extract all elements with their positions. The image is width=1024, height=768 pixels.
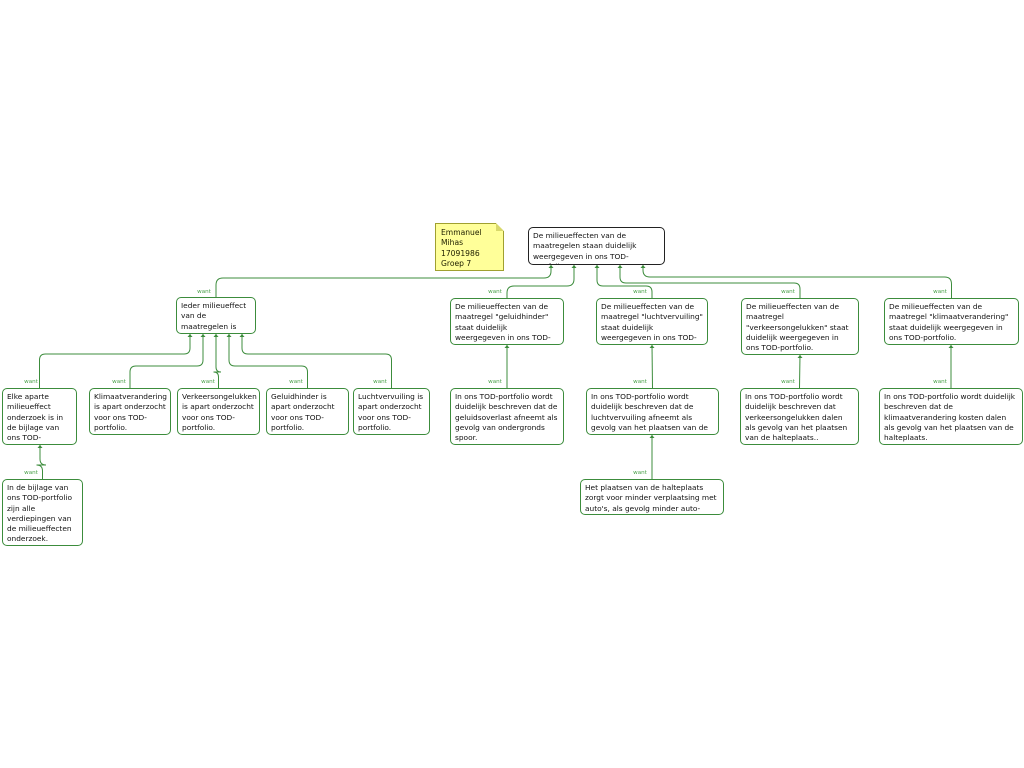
relation-label: want xyxy=(781,289,795,295)
reason-node[interactable]: Klimaatverandering is apart onderzocht v… xyxy=(89,388,171,435)
reason-node[interactable]: De milieueffecten van de maatregel "gelu… xyxy=(450,298,564,345)
reason-node[interactable]: Luchtvervuiling is apart onderzocht voor… xyxy=(353,388,430,435)
reason-text: Ieder milieueffect van de maatregelen is… xyxy=(181,301,247,333)
connector-line xyxy=(36,445,47,479)
reason-text: De milieueffecten van de maatregel "verk… xyxy=(746,302,849,353)
connector-arrow xyxy=(594,265,600,268)
reason-text: Het plaatsen van de halteplaats zorgt vo… xyxy=(585,483,717,514)
note-student-number: 17091986 xyxy=(441,248,480,258)
note-name-first: Emmanuel xyxy=(441,228,482,237)
relation-label: want xyxy=(633,470,647,476)
reason-text: In ons TOD-portfolio wordt duidelijk bes… xyxy=(884,392,1016,443)
reason-node[interactable]: In ons TOD-portfolio wordt duidelijk bes… xyxy=(586,388,719,435)
reason-node[interactable]: De milieueffecten van de maatregel "klim… xyxy=(884,298,1019,345)
reason-text: Verkeersongelukken is apart onderzocht v… xyxy=(182,392,257,432)
connector-line xyxy=(228,334,308,388)
relation-label: want xyxy=(933,289,947,295)
reason-node[interactable]: Ieder milieueffect van de maatregelen is… xyxy=(176,297,256,334)
connector-line xyxy=(241,334,392,388)
relation-label: want xyxy=(373,379,387,385)
connector-line xyxy=(39,334,191,388)
reason-text: De milieueffecten van de maatregel "luch… xyxy=(601,302,703,344)
reason-text: De milieueffecten van de maatregel "gelu… xyxy=(455,302,551,344)
connector-arrow xyxy=(617,265,623,268)
connector-line xyxy=(596,265,653,298)
connector-arrow xyxy=(948,345,954,348)
relation-label: want xyxy=(633,289,647,295)
reason-text: Luchtvervuiling is apart onderzocht voor… xyxy=(358,392,424,432)
connector-arrow xyxy=(640,265,646,268)
relation-label: want xyxy=(289,379,303,385)
note-fold-corner xyxy=(496,223,504,231)
reason-text: In ons TOD-portfolio wordt duidelijk bes… xyxy=(591,392,708,434)
reason-text: In ons TOD-portfolio wordt duidelijk bes… xyxy=(455,392,558,443)
reason-node[interactable]: In de bijlage van ons TOD-portfolio zijn… xyxy=(2,479,83,546)
reason-text: Klimaatverandering is apart onderzocht v… xyxy=(94,392,167,432)
reason-node[interactable]: Het plaatsen van de halteplaats zorgt vo… xyxy=(580,479,724,515)
reason-node[interactable]: Verkeersongelukken is apart onderzocht v… xyxy=(177,388,260,435)
reason-node[interactable]: Elke aparte milieueffect onderzoek is in… xyxy=(2,388,77,445)
relation-label: want xyxy=(201,379,215,385)
connector-line xyxy=(215,265,552,297)
connector-line xyxy=(799,354,801,389)
connector-arrow xyxy=(200,334,206,337)
connector-line xyxy=(619,265,801,298)
reason-text: In ons TOD-portfolio wordt duidelijk bes… xyxy=(745,392,848,443)
relation-label: want xyxy=(24,470,38,476)
connector-arrow xyxy=(548,265,554,268)
connector-arrow xyxy=(213,334,219,337)
root-claim[interactable]: De milieueffecten van de maatregelen sta… xyxy=(528,227,665,265)
connector-line xyxy=(642,265,952,298)
reason-text: In de bijlage van ons TOD-portfolio zijn… xyxy=(7,483,72,544)
connector-line xyxy=(129,334,204,388)
note-name-last: Mihas xyxy=(441,238,464,248)
reason-text: De milieueffecten van de maatregel "klim… xyxy=(889,302,1009,342)
connector-line xyxy=(213,334,222,388)
connector-arrow xyxy=(649,435,655,438)
relation-label: want xyxy=(112,379,126,385)
connector-arrow xyxy=(37,445,43,448)
connector-arrow xyxy=(504,345,510,348)
reason-node[interactable]: De milieueffecten van de maatregel "luch… xyxy=(596,298,708,345)
connector-arrow xyxy=(649,345,655,348)
relation-label: want xyxy=(781,379,795,385)
connector-arrow xyxy=(239,334,245,337)
relation-label: want xyxy=(488,289,502,295)
relation-label: want xyxy=(633,379,647,385)
reason-node[interactable]: In ons TOD-portfolio wordt duidelijk bes… xyxy=(450,388,564,445)
connector-line xyxy=(651,344,653,389)
connector-arrow xyxy=(797,355,803,358)
note-group: Groep 7 xyxy=(441,258,472,268)
connector-arrow xyxy=(571,265,577,268)
relation-label: want xyxy=(197,289,211,295)
reason-node[interactable]: In ons TOD-portfolio wordt duidelijk bes… xyxy=(879,388,1023,445)
connector-arrow xyxy=(226,334,232,337)
relation-label: want xyxy=(488,379,502,385)
reason-node[interactable]: Geluidhinder is apart onderzocht voor on… xyxy=(266,388,349,435)
reason-text: Geluidhinder is apart onderzocht voor on… xyxy=(271,392,335,432)
connector-line xyxy=(506,265,575,298)
reason-text: Elke aparte milieueffect onderzoek is in… xyxy=(7,392,64,444)
reason-node[interactable]: In ons TOD-portfolio wordt duidelijk bes… xyxy=(740,388,859,445)
relation-label: want xyxy=(24,379,38,385)
connector-arrow xyxy=(187,334,193,337)
relation-label: want xyxy=(933,379,947,385)
author-note[interactable]: Emmanuel Mihas 17091986 Groep 7 xyxy=(435,223,504,271)
reason-node[interactable]: De milieueffecten van de maatregel "verk… xyxy=(741,298,859,355)
root-claim-text: De milieueffecten van de maatregelen sta… xyxy=(533,231,637,264)
